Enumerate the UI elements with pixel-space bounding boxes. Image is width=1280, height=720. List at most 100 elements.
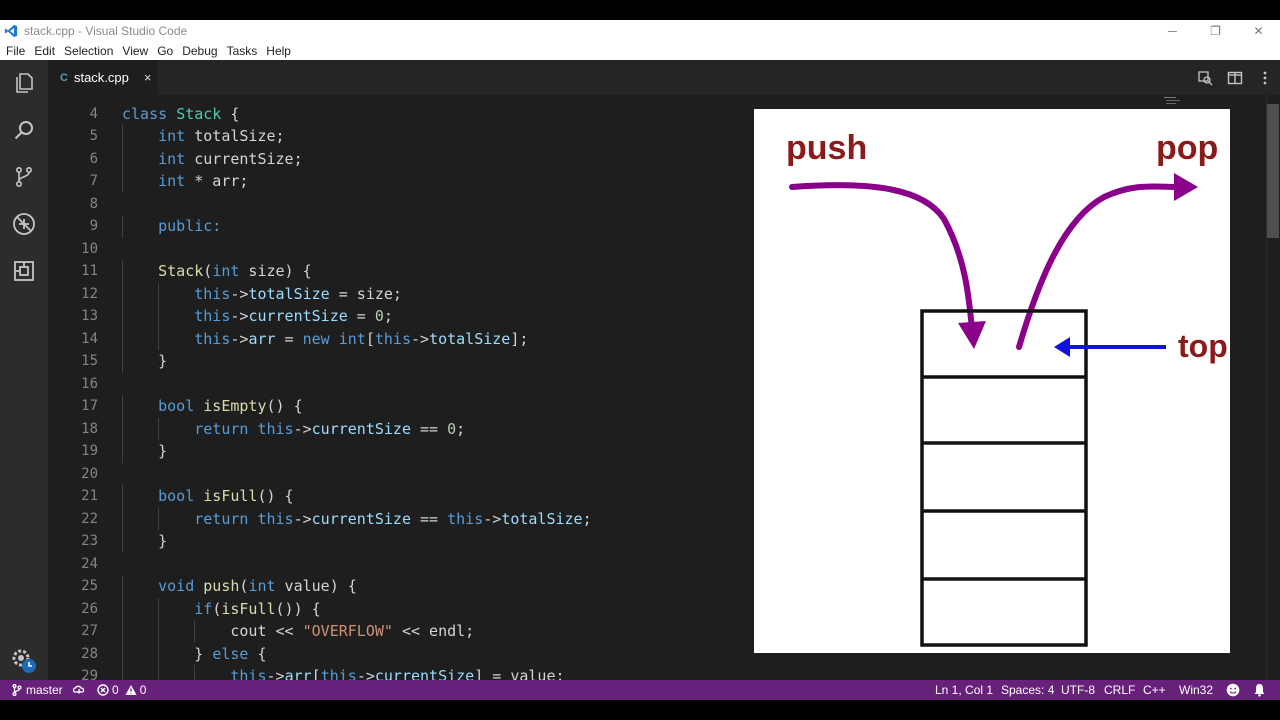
code-line[interactable]: 7 int * arr; [48,170,1266,193]
code-token: currentSize [248,307,348,325]
code-line[interactable]: 9 public: [48,215,1266,238]
source-control-button[interactable] [0,154,48,200]
scrollbar-thumb[interactable] [1267,104,1279,238]
menu-debug[interactable]: Debug [182,43,218,58]
notifications-button[interactable] [1253,680,1266,700]
code-token: -> [230,284,249,303]
code-line[interactable]: 5 int totalSize; [48,125,1266,148]
menu-view[interactable]: View [122,43,149,58]
menu-edit[interactable]: Edit [34,43,56,58]
indent-guide [122,620,123,643]
code-token: this [320,667,357,680]
cursor-position[interactable]: Ln 1, Col 1 [935,683,994,697]
eol-setting[interactable]: CRLF [1104,683,1136,697]
code-text: if(isFull()) { [122,598,321,621]
problems-indicator[interactable]: 0 0 [97,680,146,700]
indent-guide [122,440,123,463]
extensions-button[interactable] [0,248,48,294]
more-actions-button[interactable] [1250,60,1280,95]
code-line[interactable]: 27 cout << "OVERFLOW" << endl; [48,620,1266,643]
code-text: } [122,530,167,553]
indent-guide [122,305,123,328]
code-token: int [212,262,240,280]
code-line[interactable]: 17 bool isEmpty() { [48,395,1266,418]
line-number: 13 [81,308,98,324]
code-line[interactable]: 18 return this->currentSize == 0; [48,417,1266,440]
code-line[interactable]: 10 [48,238,1266,261]
menu-tasks[interactable]: Tasks [226,43,258,58]
code-token: this [194,307,231,325]
code-token: -> [230,329,249,348]
code-token: push [203,577,240,595]
indent-guide [158,507,160,530]
code-line[interactable]: 6 int currentSize; [48,147,1266,171]
code-line[interactable]: 28 } else { [48,642,1266,665]
indent-guide [122,575,123,598]
line-number: 6 [89,150,98,167]
code-line[interactable]: 21 bool isFull() { [48,485,1266,508]
encoding-setting[interactable]: UTF-8 [1061,683,1095,697]
code-token: isFull [203,487,258,505]
indentation-setting[interactable]: Spaces: 4 [1001,683,1055,697]
vertical-scrollbar[interactable] [1266,95,1280,680]
minimize-button[interactable]: ─ [1168,23,1177,38]
code-text: int currentSize; [122,148,303,171]
restore-button[interactable]: ❐ [1210,23,1221,38]
sync-button[interactable] [72,680,86,700]
code-token: -> [230,307,249,325]
tab-stack-cpp[interactable]: C stack.cpp × [48,60,158,95]
feedback-button[interactable] [1226,680,1240,700]
split-editor-icon [1227,71,1243,84]
open-changes-button[interactable] [1190,60,1220,95]
code-line[interactable]: 23 } [48,530,1266,553]
close-window-button[interactable]: ✕ [1253,23,1264,38]
code-line[interactable]: 22 return this->currentSize == this->tot… [48,507,1266,530]
warning-count: 0 [139,683,147,697]
menu-help[interactable]: Help [266,43,291,58]
tab-close-button[interactable]: × [143,70,152,85]
code-line[interactable]: 8 [48,193,1266,216]
code-line[interactable]: 14 this->arr = new int[this->totalSize]; [48,327,1266,350]
explorer-button[interactable] [0,60,48,106]
code-token: * arr; [185,172,249,190]
code-line[interactable]: 20 [48,463,1266,486]
code-token: this [257,509,294,528]
code-text: bool isEmpty() { [122,395,303,418]
code-line[interactable]: 19 } [48,440,1266,463]
code-line[interactable]: 16 [48,373,1266,396]
status-bar: master 0 0 Ln 1, Col 1 Spaces: 4 UTF-8 C… [0,680,1280,700]
line-number: 5 [89,128,98,144]
code-line[interactable]: 12 this->totalSize = size; [48,282,1266,305]
menu-selection[interactable]: Selection [64,43,114,58]
menu-file[interactable]: File [6,43,26,58]
debug-button[interactable] [0,201,48,247]
language-mode[interactable]: C++ [1143,683,1166,697]
code-token: this [447,509,484,528]
code-line[interactable]: 24 [48,553,1266,576]
manage-button[interactable] [0,638,48,684]
menu-go[interactable]: Go [157,43,174,58]
line-number: 17 [81,398,98,414]
code-line[interactable]: 29 this->arr[this->currentSize] = value; [48,665,1266,680]
code-token: currentSize; [185,149,303,168]
code-line[interactable]: 26 if(isFull()) { [48,597,1266,621]
branch-indicator[interactable]: master [12,680,63,700]
code-line[interactable]: 11 Stack(int size) { [48,260,1266,283]
code-token: ()) { [275,599,321,618]
indent-guide [158,642,160,665]
code-token: bool [158,397,195,415]
search-button[interactable] [0,107,48,153]
split-editor-button[interactable] [1220,60,1250,95]
code-line[interactable]: 25 void push(int value) { [48,575,1266,598]
code-token: 0 [374,307,384,325]
indent-guide [122,485,123,508]
platform-config[interactable]: Win32 [1179,683,1214,697]
code-line[interactable]: 15 } [48,350,1266,373]
code-token [122,150,158,168]
code-line[interactable]: 13 this->currentSize = 0; [48,305,1266,328]
line-number: 11 [81,263,98,279]
indent-guide [122,282,123,305]
indent-guide [122,642,123,665]
window-title: stack.cpp - Visual Studio Code [24,23,188,38]
